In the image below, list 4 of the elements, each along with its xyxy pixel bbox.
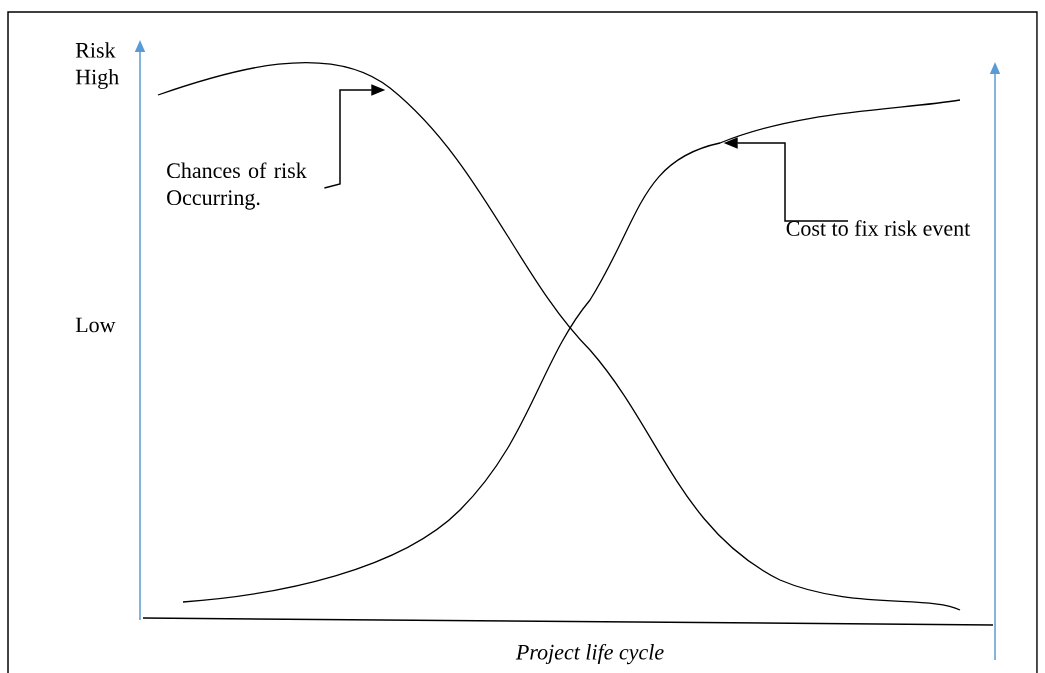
axis-label: High — [75, 69, 119, 89]
axis-label: Low — [75, 317, 116, 333]
axis-label: Risk — [75, 42, 116, 58]
axis-title: Project life cycle — [515, 643, 664, 665]
